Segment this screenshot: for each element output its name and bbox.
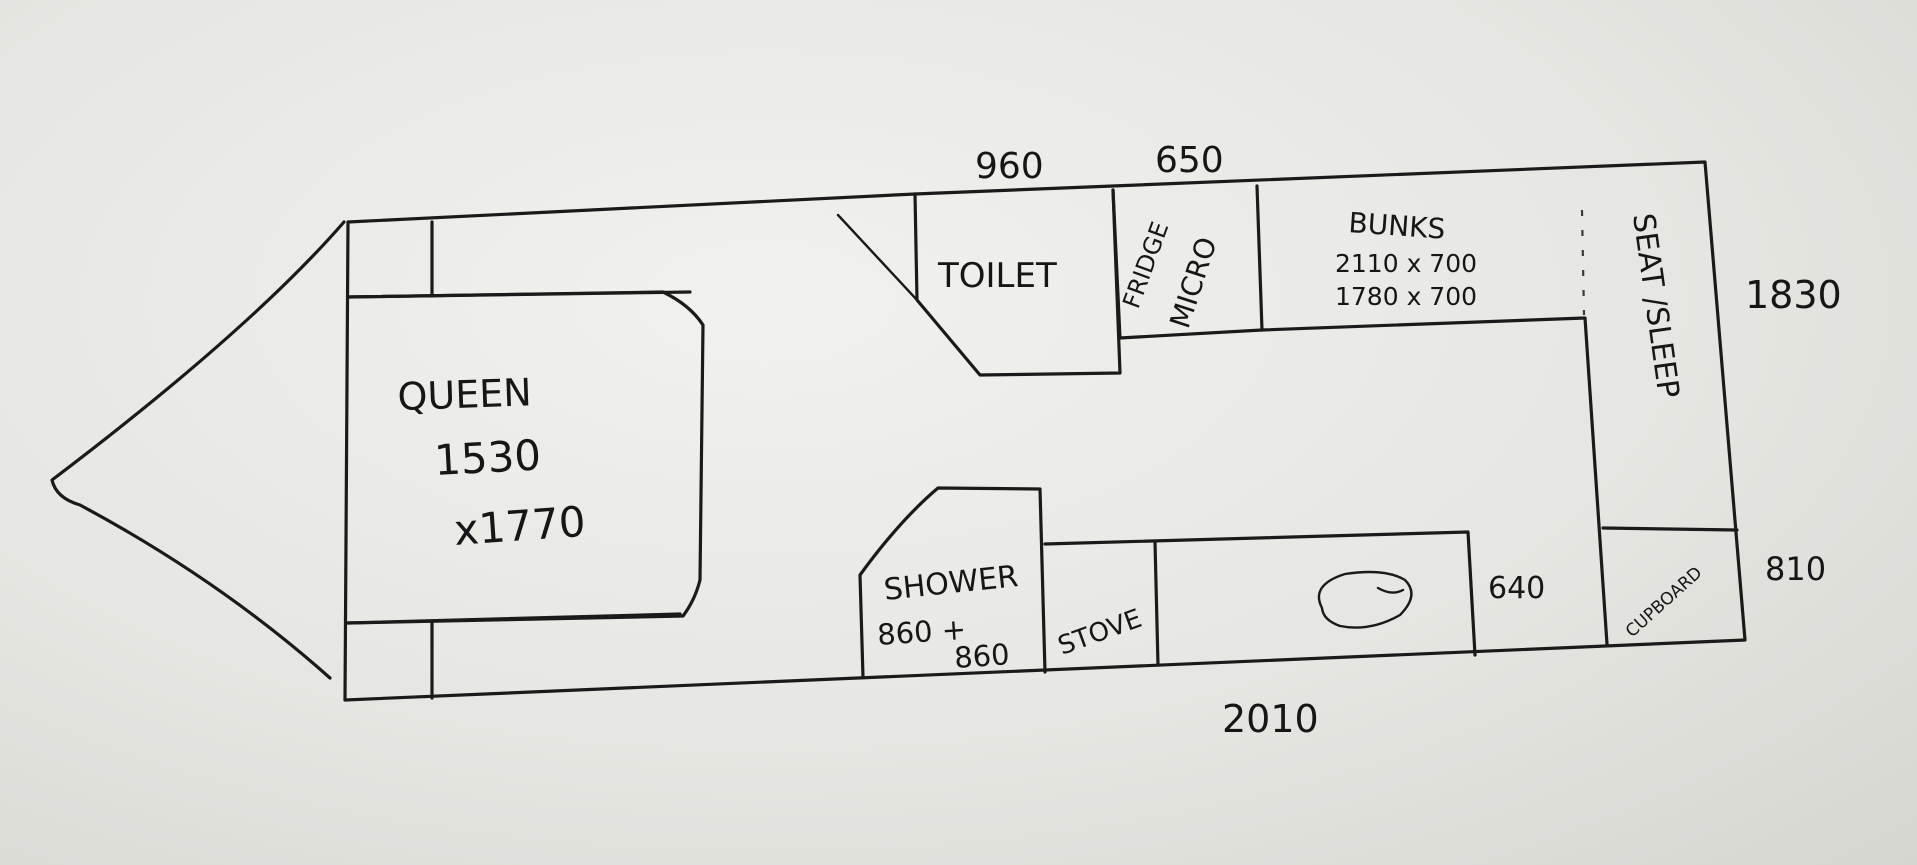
- bunks-label: BUNKS: [1348, 206, 1447, 246]
- kitchen-bench: [1043, 530, 1477, 657]
- queen-bed: [346, 290, 705, 625]
- dimension-cupboard-width: 810: [1765, 550, 1826, 588]
- tow-hitch: [50, 220, 346, 680]
- cupboard-label: CUPBOARD: [1622, 563, 1706, 642]
- queen-label: QUEEN: [397, 370, 533, 419]
- bunks: [1260, 316, 1609, 646]
- micro-label: MICRO: [1163, 233, 1223, 332]
- shower: [858, 486, 1047, 679]
- fridge-label: FRIDGE: [1117, 218, 1174, 312]
- outer-wall: [343, 160, 1747, 702]
- seat-sleep-label: SEAT /SLEEP: [1625, 211, 1686, 400]
- front-cabinet-top: [346, 220, 692, 299]
- seat-sleep: [1601, 526, 1739, 532]
- toilet-door: [836, 213, 919, 302]
- bunks-dashed-line: [1580, 209, 1586, 316]
- dimension-kitchen-width: 640: [1488, 571, 1545, 606]
- dimension-bottom-length: 2010: [1222, 697, 1319, 741]
- stove: [1153, 540, 1160, 667]
- bunks-dim-1: 2110 x 700: [1335, 249, 1477, 278]
- shower-label: SHOWER: [882, 559, 1020, 608]
- queen-dim-2: x1770: [452, 497, 587, 555]
- dimension-fridge-width: 650: [1155, 140, 1224, 181]
- dimension-toilet-width: 960: [975, 146, 1044, 187]
- shower-dim-1: 860 +: [876, 612, 967, 652]
- fridge-micro-unit: [1111, 184, 1264, 340]
- stove-label: STOVE: [1054, 604, 1146, 662]
- toilet-label: TOILET: [937, 256, 1057, 296]
- sink-tap: [1376, 586, 1405, 594]
- bunks-dim-2: 1780 x 700: [1335, 282, 1477, 311]
- dimension-overall-width: 1830: [1745, 273, 1842, 317]
- front-cabinet-bottom: [346, 612, 682, 700]
- queen-dim-1: 1530: [433, 430, 542, 485]
- shower-dim-2: 860: [953, 637, 1011, 675]
- sink: [1317, 570, 1413, 629]
